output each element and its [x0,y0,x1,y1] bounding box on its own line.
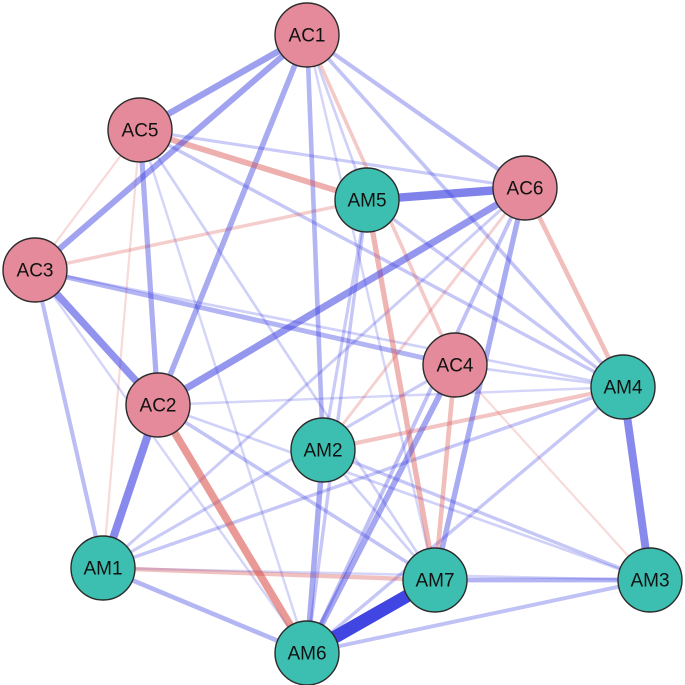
edge-ac5-ac6 [138,128,527,190]
edge-ac2-am7 [156,403,437,582]
edge-am6-am4 [305,385,625,655]
node-label: AM2 [303,441,342,462]
node-circle [70,535,136,601]
edge-ac6-am1 [101,186,527,570]
edge-ac5-am7 [138,128,437,582]
node-circle [125,372,191,438]
edge-ac6-am6 [305,186,527,655]
node-label: AC4 [437,356,474,377]
node-ac3[interactable]: AC3 [2,237,68,303]
node-circle [107,97,173,163]
edge-ac1-am2 [304,32,326,453]
edge-ac4-am7 [432,362,458,583]
node-label: AC3 [17,261,54,282]
edge-ac4-am1 [101,363,457,570]
edge-ac1-ac6 [304,32,528,191]
edge-ac3-am5 [33,198,369,272]
node-circle [590,354,656,420]
edge-am6-am3 [305,578,652,655]
edge-ac1-am4 [305,33,625,389]
edge-am5-am4 [365,198,625,389]
node-label: AC5 [122,121,159,142]
edge-ac3-am1 [32,267,106,571]
node-circle [402,547,468,613]
edge-am2-am3 [321,448,652,582]
node-ac1[interactable]: AC1 [274,2,340,68]
node-circle [2,237,68,303]
node-am4[interactable]: AM4 [590,354,656,420]
node-label: AM3 [630,571,669,592]
edge-ac5-am4 [138,128,625,389]
node-am2[interactable]: AM2 [290,417,356,483]
node-ac4[interactable]: AC4 [422,332,488,398]
edge-ac6-am2 [321,186,527,452]
edge-ac2-ac6 [154,184,529,409]
edge-ac5-ac2 [137,127,161,408]
node-label: AM4 [603,378,643,399]
edge-ac3-am4 [33,268,625,389]
node-label: AC2 [140,396,177,417]
node-label: AM6 [287,644,326,665]
edge-am1-am6 [100,565,310,656]
edge-ac4-am6 [304,362,458,656]
node-label: AC1 [289,26,326,47]
edge-am2-am6 [304,447,326,656]
edge-ac3-am6 [33,268,309,655]
node-ac6[interactable]: AC6 [492,155,558,221]
node-am3[interactable]: AM3 [617,547,683,613]
node-am7[interactable]: AM7 [402,547,468,613]
node-ac5[interactable]: AC5 [107,97,173,163]
edge-am1-am3 [101,566,652,582]
edge-ac5-am6 [138,128,309,655]
edge-ac4-am3 [453,363,652,582]
edge-am5-am7 [364,197,438,583]
edge-ac1-ac3 [31,31,311,274]
node-am6[interactable]: AM6 [274,620,340,685]
node-circle [422,332,488,398]
node-label: AM1 [83,559,122,580]
node-circle [274,2,340,68]
node-am1[interactable]: AM1 [70,535,136,601]
edge-ac2-am3 [156,403,652,582]
node-am5[interactable]: AM5 [334,167,400,233]
edge-am5-am2 [321,198,369,452]
edge-ac6-am4 [522,185,626,390]
node-label: AM5 [347,191,386,212]
node-circle [617,547,683,613]
node-ac2[interactable]: AC2 [125,372,191,438]
node-circle [492,155,558,221]
edge-ac5-am5 [137,127,370,203]
node-circle [334,167,400,233]
edge-ac1-am7 [305,33,437,582]
edge-am1-am7 [100,565,438,583]
node-label: AM7 [415,571,454,592]
edge-ac2-am6 [154,401,311,657]
node-label: AC6 [507,179,544,200]
edge-ac3-ac4 [32,267,458,368]
node-circle [290,417,356,483]
edge-ac5-am1 [101,128,142,570]
edge-am1-am4 [101,385,625,570]
node-circle [274,620,340,685]
edge-ac1-ac2 [155,32,310,408]
edge-ac2-am4 [156,385,625,407]
edge-am2-am4 [320,384,626,453]
